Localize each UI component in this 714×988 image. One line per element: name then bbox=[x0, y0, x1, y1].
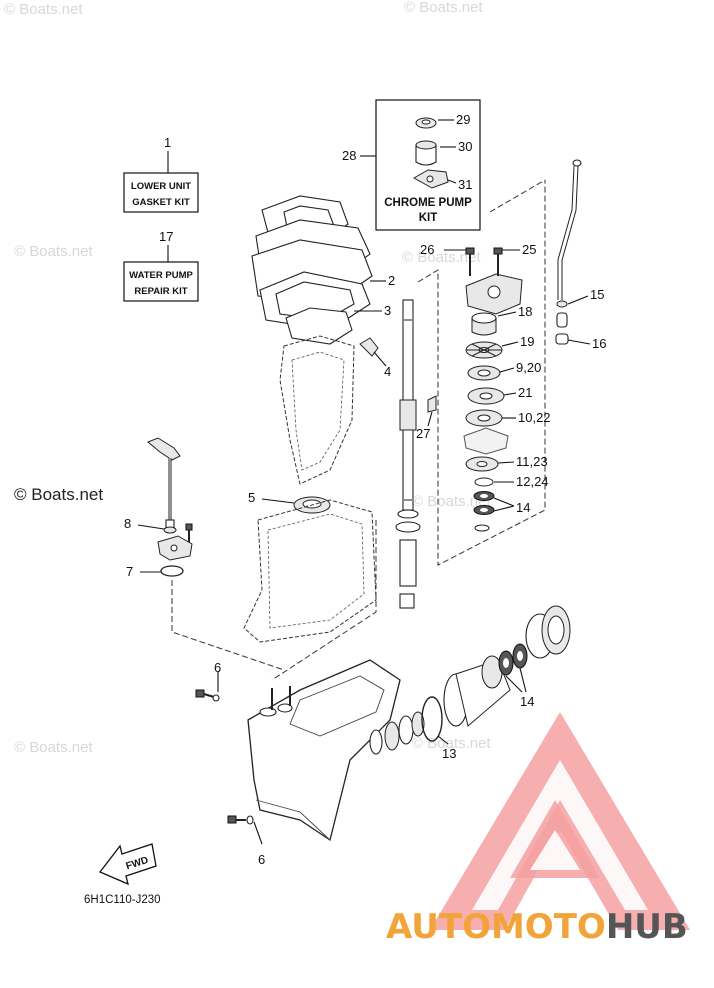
screw-6-upper-part bbox=[195, 689, 220, 702]
diagram-code: 6H1C110-J230 bbox=[84, 894, 161, 906]
impeller-19-part bbox=[465, 341, 503, 359]
bolt-26-part bbox=[465, 247, 475, 276]
callout-1: 1 bbox=[164, 135, 171, 150]
pump-housing-part bbox=[465, 273, 523, 315]
lower-unit-gasket-kit-line1: LOWER UNIT bbox=[131, 181, 191, 192]
watermark-boats-net: © Boats.net bbox=[14, 485, 103, 504]
o-ring-7-part bbox=[160, 565, 184, 577]
callout-27: 27 bbox=[416, 426, 430, 441]
plate-21-part bbox=[467, 387, 505, 405]
upper-casing-outline bbox=[279, 335, 355, 485]
lower-unit-gasket-kit-line2: GASKET KIT bbox=[132, 197, 190, 208]
seal-8-part bbox=[163, 526, 177, 534]
pin-27-part bbox=[427, 395, 437, 413]
screw-6-lower-part bbox=[227, 815, 254, 825]
callout-6-lower: 6 bbox=[258, 852, 265, 867]
water-pump-repair-kit-line2: REPAIR KIT bbox=[134, 286, 187, 297]
brand-logo-icon bbox=[430, 712, 690, 930]
grommet-15-part bbox=[556, 300, 568, 308]
gasket-9-20-part bbox=[467, 365, 501, 381]
outer-plate-part bbox=[463, 427, 509, 455]
shift-rod-part bbox=[147, 437, 181, 533]
callout-28: 28 bbox=[342, 148, 356, 163]
fwd-arrow-icon: FWD bbox=[98, 843, 157, 886]
watermark-low-right: © Boats.net bbox=[412, 735, 491, 752]
callout-10-22: 10,22 bbox=[518, 410, 551, 425]
callout-5: 5 bbox=[248, 490, 255, 505]
brand-name-part1: AUTOMOTO bbox=[386, 907, 606, 947]
lower-casing-outline bbox=[243, 499, 377, 643]
chrome-plate-part bbox=[412, 169, 449, 189]
water-pump-repair-kit-line1: WATER PUMP bbox=[129, 270, 193, 281]
callout-2: 2 bbox=[388, 273, 395, 288]
callout-31: 31 bbox=[458, 177, 472, 192]
watermark-mid-right: © Boats.net bbox=[402, 249, 481, 266]
grommet-16-part bbox=[555, 333, 569, 345]
callout-11-23: 11,23 bbox=[516, 454, 548, 469]
drive-shaft-part bbox=[399, 299, 417, 511]
callout-4: 4 bbox=[384, 364, 391, 379]
callout-3: 3 bbox=[384, 303, 391, 318]
o-ring-12-24-part bbox=[474, 477, 494, 487]
callout-12-24: 12,24 bbox=[516, 474, 549, 489]
shaft-bracket-lines bbox=[171, 179, 546, 681]
watermark-top-left: © Boats.net bbox=[4, 1, 83, 18]
brand-name-part2: HUB bbox=[606, 907, 688, 947]
watermark-low-left: © Boats.net bbox=[14, 739, 93, 756]
callout-29: 29 bbox=[456, 112, 470, 127]
bolt-25-part bbox=[493, 247, 503, 276]
watermark-top-right: © Boats.net bbox=[404, 0, 483, 16]
lower-unit-gasket-kit-box bbox=[123, 172, 199, 213]
gasket-3-part bbox=[285, 307, 353, 345]
callout-14-upper: 14 bbox=[516, 500, 530, 515]
callout-14-lower: 14 bbox=[520, 694, 534, 709]
callout-13: 13 bbox=[442, 746, 456, 761]
bearing-housing-part bbox=[443, 643, 528, 727]
insert-18-part bbox=[471, 312, 497, 336]
watermark-center-right: © Boats.net bbox=[412, 493, 491, 510]
tube-fitting-part bbox=[556, 312, 568, 328]
propeller-cap-part bbox=[525, 605, 571, 659]
o-ring-13-part bbox=[421, 696, 443, 742]
water-tube-part bbox=[557, 159, 582, 300]
shift-rod-housing-part bbox=[157, 535, 193, 561]
callout-19: 19 bbox=[520, 334, 534, 349]
callout-8: 8 bbox=[124, 516, 131, 531]
callout-16: 16 bbox=[592, 336, 606, 351]
lower-gearcase-part bbox=[247, 659, 401, 842]
gasket-11-23-part bbox=[465, 456, 499, 472]
brand-name: AUTOMOTOHUB bbox=[386, 907, 688, 947]
callout-7: 7 bbox=[126, 564, 133, 579]
callout-17: 17 bbox=[159, 229, 173, 244]
callout-30: 30 bbox=[458, 139, 472, 154]
oil-seal-14-upper-part bbox=[473, 491, 495, 532]
clip-4-part bbox=[359, 337, 379, 357]
callout-6-upper: 6 bbox=[214, 660, 221, 675]
callout-15: 15 bbox=[590, 287, 604, 302]
callout-9-20: 9,20 bbox=[516, 360, 541, 375]
watermark-mid-left: © Boats.net bbox=[14, 243, 93, 260]
chrome-seal-part bbox=[415, 117, 437, 129]
callout-18: 18 bbox=[518, 304, 532, 319]
callout-25: 25 bbox=[522, 242, 536, 257]
chrome-pump-kit-line2: KIT bbox=[419, 212, 438, 224]
callout-26: 26 bbox=[420, 242, 434, 257]
chrome-insert-part bbox=[415, 140, 437, 166]
water-pump-repair-kit-box bbox=[123, 261, 199, 302]
prop-shaft-bearings bbox=[369, 711, 425, 755]
chrome-pump-kit-line1: CHROME PUMP bbox=[384, 197, 472, 209]
callout-21: 21 bbox=[518, 385, 532, 400]
shaft-bushings bbox=[395, 509, 421, 609]
gasket-10-22-part bbox=[465, 409, 503, 427]
